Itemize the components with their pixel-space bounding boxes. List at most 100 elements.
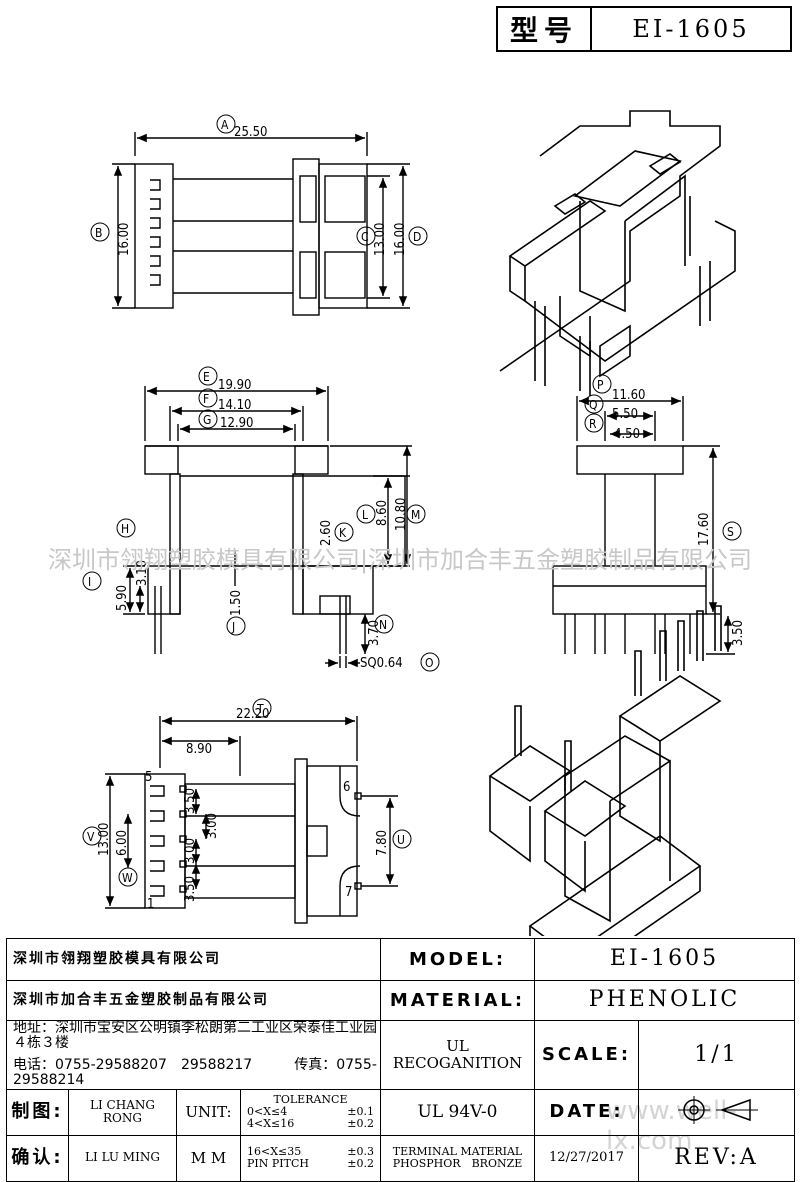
svg-text:E: E: [203, 370, 210, 384]
bottom-view: [144, 758, 362, 924]
dim-F: F 14.10: [198, 388, 251, 413]
svg-text:V: V: [87, 830, 95, 844]
company-phone: 电话：0755-29588207 29588217 传真：0755-295882…: [13, 1056, 377, 1089]
date-value: 12/27/2017: [534, 1134, 639, 1182]
top-view: [134, 158, 368, 316]
svg-text:T: T: [256, 702, 264, 716]
dim-Q: Q5.50: [584, 394, 638, 422]
svg-text:P: P: [597, 378, 604, 392]
scale-label: SCALE:: [534, 1020, 639, 1090]
dim-U: U 7.80: [375, 829, 412, 856]
svg-text:8.60: 8.60: [375, 500, 390, 526]
svg-text:22.20: 22.20: [236, 707, 269, 722]
company-name-2: 深圳市加合丰五金塑胶制品有限公司: [6, 980, 381, 1021]
svg-text:1.50: 1.50: [229, 590, 244, 616]
svg-text:3.00: 3.00: [205, 813, 220, 839]
date-label: DATE:: [534, 1088, 639, 1136]
svg-text:11.60: 11.60: [612, 388, 645, 403]
projection-symbol: [637, 1088, 796, 1136]
title-block: 深圳市翎翔塑胶模具有限公司 MODEL: EI-1605 深圳市加合丰五金塑胶制…: [6, 938, 796, 1182]
svg-text:Q: Q: [589, 398, 598, 412]
dim-S: S17.603.50: [697, 513, 746, 646]
tolerance-row: 0<X≤4±0.1: [247, 1105, 374, 1119]
svg-text:5.90: 5.90: [115, 585, 130, 611]
model-header-value: EI-1605: [632, 15, 750, 43]
svg-text:12.90: 12.90: [220, 416, 253, 431]
dim-E: E 19.90: [198, 366, 251, 393]
terminal-material-label: TERMINAL MATERIAL: [392, 1144, 523, 1158]
third-angle-projection-icon: [677, 1095, 758, 1124]
svg-text:J: J: [231, 620, 235, 634]
svg-text:M: M: [411, 508, 420, 522]
tolerance-title: TOLERANCE: [273, 1092, 348, 1106]
svg-text:L: L: [362, 508, 368, 522]
svg-text:19.90: 19.90: [218, 378, 251, 393]
terminal-material: TERMINAL MATERIAL PHOSPHOR BRONZE: [380, 1134, 535, 1182]
dim-I: I 5.90: [82, 571, 130, 611]
svg-text:U: U: [397, 833, 405, 847]
svg-text:3.50: 3.50: [731, 620, 746, 646]
svg-text:13.00: 13.00: [97, 823, 112, 856]
dim-W: W 3.50 3.00 3.00 3.50: [118, 788, 220, 902]
tolerance-row: 16<X≤35±0.3: [247, 1144, 374, 1158]
svg-text:25.50: 25.50: [234, 125, 267, 140]
company-contact: 地址：深圳市宝安区公明镇李松朗第二工业区荣泰佳工业园４栋３楼 电话：0755-2…: [6, 1020, 381, 1090]
material-value: PHENOLIC: [533, 980, 796, 1021]
svg-text:O: O: [425, 656, 434, 670]
svg-text:I: I: [88, 575, 91, 589]
dim-L: L 8.60: [356, 500, 390, 526]
model-label: MODEL:: [380, 938, 535, 981]
dim-A: A 25.50: [216, 114, 267, 140]
terminal-material-value: PHOSPHOR BRONZE: [392, 1157, 523, 1171]
unit-label: UNIT:: [176, 1088, 241, 1136]
dim-C: C 13.00: [356, 223, 388, 256]
model-header: 型号 EI-1605: [496, 6, 792, 52]
ul-label: UL RECOGANITION: [380, 1020, 535, 1090]
pin-7-label: 7: [345, 885, 352, 900]
svg-text:8.90: 8.90: [186, 742, 212, 757]
svg-text:17.60: 17.60: [697, 513, 712, 546]
svg-text:14.10: 14.10: [218, 398, 251, 413]
dim-P: P 11.60: [592, 374, 645, 403]
tolerance-table-lower: 16<X≤35±0.3 PIN PITCH±0.2: [240, 1134, 381, 1182]
material-label: MATERIAL:: [380, 980, 535, 1021]
pin-5-label: 5: [145, 770, 152, 785]
isometric-view-bottom: [488, 605, 722, 936]
unit-value: M M: [176, 1134, 241, 1182]
dim-N: N3.70: [367, 614, 394, 646]
svg-text:13.00: 13.00: [373, 223, 388, 256]
svg-text:F: F: [203, 392, 209, 406]
svg-text:D: D: [413, 230, 421, 244]
dim-K: K 2.60: [319, 520, 354, 546]
model-value: EI-1605: [533, 938, 796, 981]
watermark-text: 深圳市翎翔塑胶模具有限公司|深圳市加合丰五金塑胶制品有限公司: [47, 546, 753, 574]
svg-text:B: B: [95, 226, 102, 240]
svg-text:A: A: [221, 118, 229, 132]
svg-text:3.50: 3.50: [183, 788, 198, 814]
dim-T: T22.20 8.90: [186, 698, 272, 757]
dim-H: H3.10: [116, 518, 150, 586]
pin-6-label: 6: [343, 780, 350, 795]
tolerance-row: PIN PITCH±0.2: [247, 1157, 374, 1171]
svg-text:H: H: [121, 522, 129, 536]
company-name-1: 深圳市翎翔塑胶模具有限公司: [6, 938, 381, 981]
svg-text:3.70: 3.70: [367, 620, 382, 646]
tolerance-row: 4<X≤16±0.2: [247, 1117, 374, 1131]
drawn-label: 制图:: [6, 1088, 69, 1136]
confirm-label: 确认:: [6, 1134, 69, 1182]
technical-drawing: A25.50 B16.00 C13.00 D16.00 E19.90 F14.1…: [82, 110, 746, 936]
side-view: [552, 445, 707, 654]
dim-M: M10.80: [394, 498, 426, 531]
scale-value: 1/1: [637, 1020, 796, 1090]
svg-text:16.00: 16.00: [393, 223, 408, 256]
pin-1-label: 1: [147, 897, 154, 912]
svg-text:10.80: 10.80: [394, 498, 409, 531]
svg-text:7.80: 7.80: [375, 830, 390, 856]
svg-text:C: C: [361, 230, 369, 244]
svg-text:K: K: [339, 526, 347, 540]
svg-text:2.60: 2.60: [319, 520, 334, 546]
